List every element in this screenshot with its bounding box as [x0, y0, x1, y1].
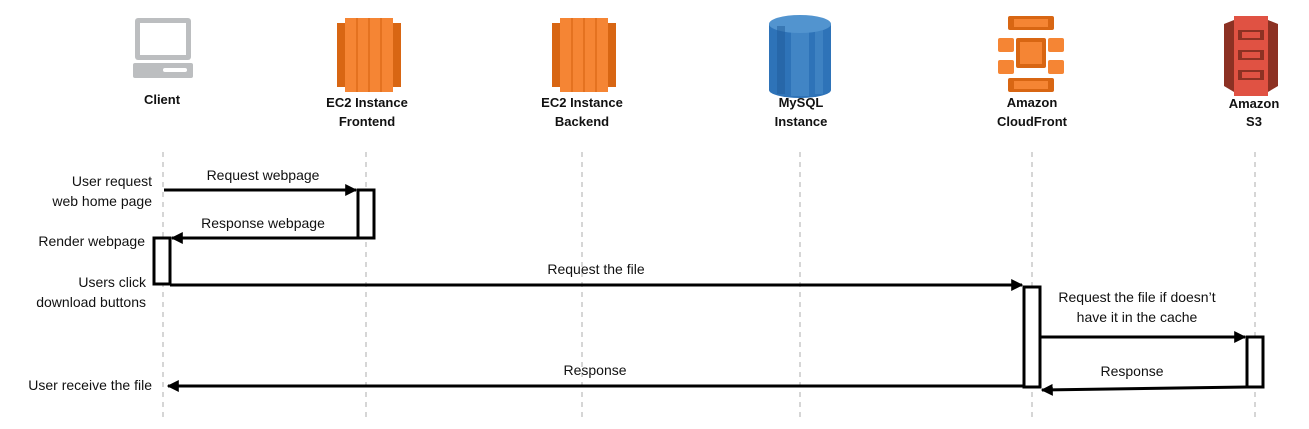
message-response-webpage-label: Response webpage	[201, 215, 325, 231]
note-users-click-line1: Users click	[78, 274, 147, 290]
cloudfront-icon	[998, 16, 1064, 92]
note-user-receive: User receive the file	[28, 377, 152, 393]
participant-s3-label-line2: S3	[1246, 114, 1262, 129]
participant-cloudfront-label-line1: Amazon	[1007, 95, 1058, 110]
message-request-file-cache-label-line2: have it in the cache	[1077, 309, 1198, 325]
ec2-icon	[337, 18, 401, 92]
participant-cloudfront-label-line2: CloudFront	[997, 114, 1068, 129]
participant-backend-label-line2: Backend	[555, 114, 609, 129]
message-response-s3-label: Response	[1100, 363, 1163, 379]
message-request-webpage-label: Request webpage	[207, 167, 320, 183]
participant-frontend-label-line1: EC2 Instance	[326, 95, 408, 110]
activation-bar-client	[152, 236, 172, 286]
message-request-file-cache-label-line1: Request the file if doesn’t	[1058, 289, 1215, 305]
participant-mysql-label-line2: Instance	[775, 114, 828, 129]
activation-bar-cloudfront	[1022, 285, 1042, 389]
message-arrow-response-s3	[1040, 383, 1248, 396]
laptop-icon	[133, 18, 193, 78]
message-response-client-label: Response	[563, 362, 626, 378]
note-users-click-line2: download buttons	[36, 294, 146, 310]
participant-client-label: Client	[144, 92, 181, 107]
activation-bar-s3	[1245, 335, 1265, 389]
participant-s3-label-line1: Amazon	[1229, 96, 1280, 111]
participant-mysql-label-line1: MySQL	[779, 95, 824, 110]
message-request-file-label: Request the file	[547, 261, 644, 277]
ec2-icon	[552, 18, 616, 92]
participant-frontend-label-line2: Frontend	[339, 114, 395, 129]
note-user-request-line2: web home page	[51, 193, 152, 209]
s3-bucket-icon	[1224, 16, 1278, 96]
participant-backend-label-line1: EC2 Instance	[541, 95, 623, 110]
database-icon	[769, 15, 831, 98]
note-user-request-line1: User request	[72, 173, 152, 189]
activation-bar-frontend	[356, 188, 376, 240]
note-render-webpage: Render webpage	[38, 233, 145, 249]
